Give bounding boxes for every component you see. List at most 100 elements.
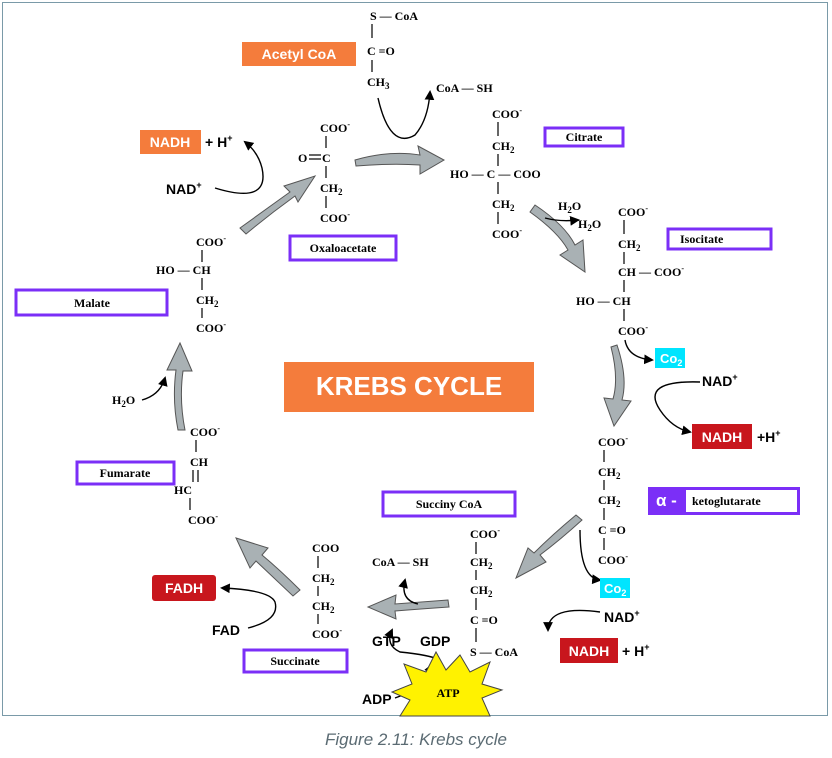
isocitrate-label: Isocitate <box>666 227 773 251</box>
ketoglutarate-label: α - ketoglutarate <box>648 487 800 515</box>
arrow-isocitrate-to-ketoglutarate <box>603 344 632 428</box>
arrow-coa-succinyl <box>398 578 419 605</box>
svg-text:COO: COO <box>312 541 339 555</box>
svg-text:FADH: FADH <box>165 580 203 596</box>
arrow-gtp-gdp <box>384 628 441 661</box>
citrate-label: Citrate <box>543 126 625 148</box>
svg-text:COO-: COO- <box>196 320 226 335</box>
svg-text:CH — COO-: CH — COO- <box>618 264 684 279</box>
arrow-malate-to-oxaloacetate <box>239 175 317 235</box>
fumarate-label: Fumarate <box>75 460 176 486</box>
arrow-nad-isocitrate <box>654 381 701 436</box>
svg-text:Isocitate: Isocitate <box>680 232 724 246</box>
nadh-badge-isocitrate: NADH +H+ <box>692 424 781 449</box>
svg-text:CH2: CH2 <box>598 493 621 509</box>
citrate-molecule: COO- CH2 HO — C — COO CH2 COO- <box>450 106 541 241</box>
svg-text:ATP: ATP <box>436 686 459 700</box>
succinyl-coa-molecule: COO- CH2 CH2 C =O S — CoA <box>470 526 518 659</box>
svg-text:Oxaloacetate: Oxaloacetate <box>310 241 377 255</box>
malate-label: Malate <box>14 288 169 317</box>
isocitrate-molecule: COO- CH2 CH — COO- HO — CH COO- <box>576 204 684 338</box>
svg-text:+ H+: + H+ <box>622 642 649 659</box>
h2o-citrate-in: H2O <box>558 199 581 215</box>
arrow-succinyl-to-succinate <box>366 594 450 620</box>
svg-text:HO — CH: HO — CH <box>576 294 631 308</box>
svg-text:Fumarate: Fumarate <box>100 466 151 480</box>
svg-text:CH2: CH2 <box>196 293 219 309</box>
svg-text:NADH: NADH <box>702 429 742 445</box>
nad-top: NAD+ <box>166 180 202 197</box>
arrow-oxaloacetate-to-citrate <box>354 145 446 175</box>
adp-label: ADP <box>362 691 392 707</box>
svg-text:COO-: COO- <box>618 204 648 219</box>
gdp-label: GDP <box>420 633 450 649</box>
svg-text:C =O: C =O <box>470 613 498 627</box>
svg-text:CH2: CH2 <box>618 237 641 253</box>
coa-sh-succinyl: CoA — SH <box>372 555 429 569</box>
svg-text:HO — C — COO: HO — C — COO <box>450 167 541 181</box>
svg-text:α -: α - <box>656 491 677 510</box>
svg-text:O: O <box>298 151 307 165</box>
svg-text:COO-: COO- <box>196 234 226 249</box>
figure-caption: Figure 2.11: Krebs cycle <box>324 730 508 749</box>
krebs-cycle-title: KREBS CYCLE <box>284 362 534 412</box>
arrow-fad-fadh <box>220 583 277 629</box>
arrow-succinate-to-fumarate <box>235 537 301 597</box>
svg-text:Acetyl CoA: Acetyl CoA <box>262 46 337 62</box>
svg-text:CH3: CH3 <box>367 75 390 91</box>
fadh-badge: FADH <box>152 575 216 601</box>
co2-badge-1: Co2 <box>655 348 685 368</box>
svg-text:COO-: COO- <box>598 552 628 567</box>
svg-text:CH2: CH2 <box>492 139 515 155</box>
acetyl-coa-label: Acetyl CoA <box>242 42 356 66</box>
svg-text:CH: CH <box>190 455 209 469</box>
svg-text:COO-: COO- <box>312 626 342 641</box>
arrow-nad-keto <box>543 609 601 632</box>
cycle-arrows <box>166 145 632 620</box>
svg-text:KREBS CYCLE: KREBS CYCLE <box>316 371 502 401</box>
svg-text:COO-: COO- <box>598 434 628 449</box>
svg-text:CH2: CH2 <box>320 181 343 197</box>
fad-label: FAD <box>212 622 240 638</box>
arrow-fumarate-to-malate <box>166 341 193 431</box>
succinate-label: Succinate <box>242 648 349 674</box>
svg-text:Malate: Malate <box>74 296 111 310</box>
svg-text:NADH: NADH <box>150 134 190 150</box>
oxaloacetate-molecule: COO- O C CH2 COO- <box>298 120 350 225</box>
arrow-h2o-citrate <box>544 215 580 226</box>
svg-text:+ H+: + H+ <box>205 133 232 150</box>
cofactor-arrows <box>141 90 701 699</box>
gtp-label: GTP <box>372 633 401 649</box>
svg-text:Succiny CoA: Succiny CoA <box>416 497 483 511</box>
svg-text:Citrate: Citrate <box>566 130 603 144</box>
svg-text:HC: HC <box>174 483 192 497</box>
acetyl-coa-molecule: S — CoA C =O CH3 <box>367 9 418 91</box>
arrow-h2o-fumarate <box>141 376 168 401</box>
svg-text:COO-: COO- <box>188 512 218 527</box>
coa-sh-top: CoA — SH <box>436 81 493 95</box>
svg-text:COO-: COO- <box>320 210 350 225</box>
nad-isocitrate: NAD+ <box>702 372 738 389</box>
svg-text:S — CoA: S — CoA <box>470 645 518 659</box>
svg-text:COO-: COO- <box>470 526 500 541</box>
svg-text:C: C <box>322 151 331 165</box>
svg-text:COO-: COO- <box>492 106 522 121</box>
succinyl-coa-label: Succiny CoA <box>381 490 517 518</box>
arrow-coa-release <box>377 90 435 140</box>
svg-text:ketoglutarate: ketoglutarate <box>692 494 761 508</box>
h2o-fumarate: H2O <box>112 393 135 409</box>
succinate-molecule: COO CH2 CH2 COO- <box>312 541 342 641</box>
nad-keto: NAD+ <box>604 608 640 625</box>
nadh-badge-keto: NADH + H+ <box>560 638 649 663</box>
arrow-ketoglutarate-to-succinyl <box>515 514 583 580</box>
svg-text:NADH: NADH <box>569 643 609 659</box>
svg-text:S — CoA: S — CoA <box>370 9 418 23</box>
fumarate-molecule: COO- CH HC COO- <box>174 424 220 527</box>
arrow-co2-keto <box>579 529 602 585</box>
arrow-co2-isocitrate <box>624 339 654 365</box>
arrow-citrate-to-isocitrate <box>529 204 586 273</box>
svg-text:COO-: COO- <box>618 323 648 338</box>
svg-text:CH2: CH2 <box>312 599 335 615</box>
svg-text:COO-: COO- <box>320 120 350 135</box>
svg-text:Co2: Co2 <box>604 581 626 598</box>
